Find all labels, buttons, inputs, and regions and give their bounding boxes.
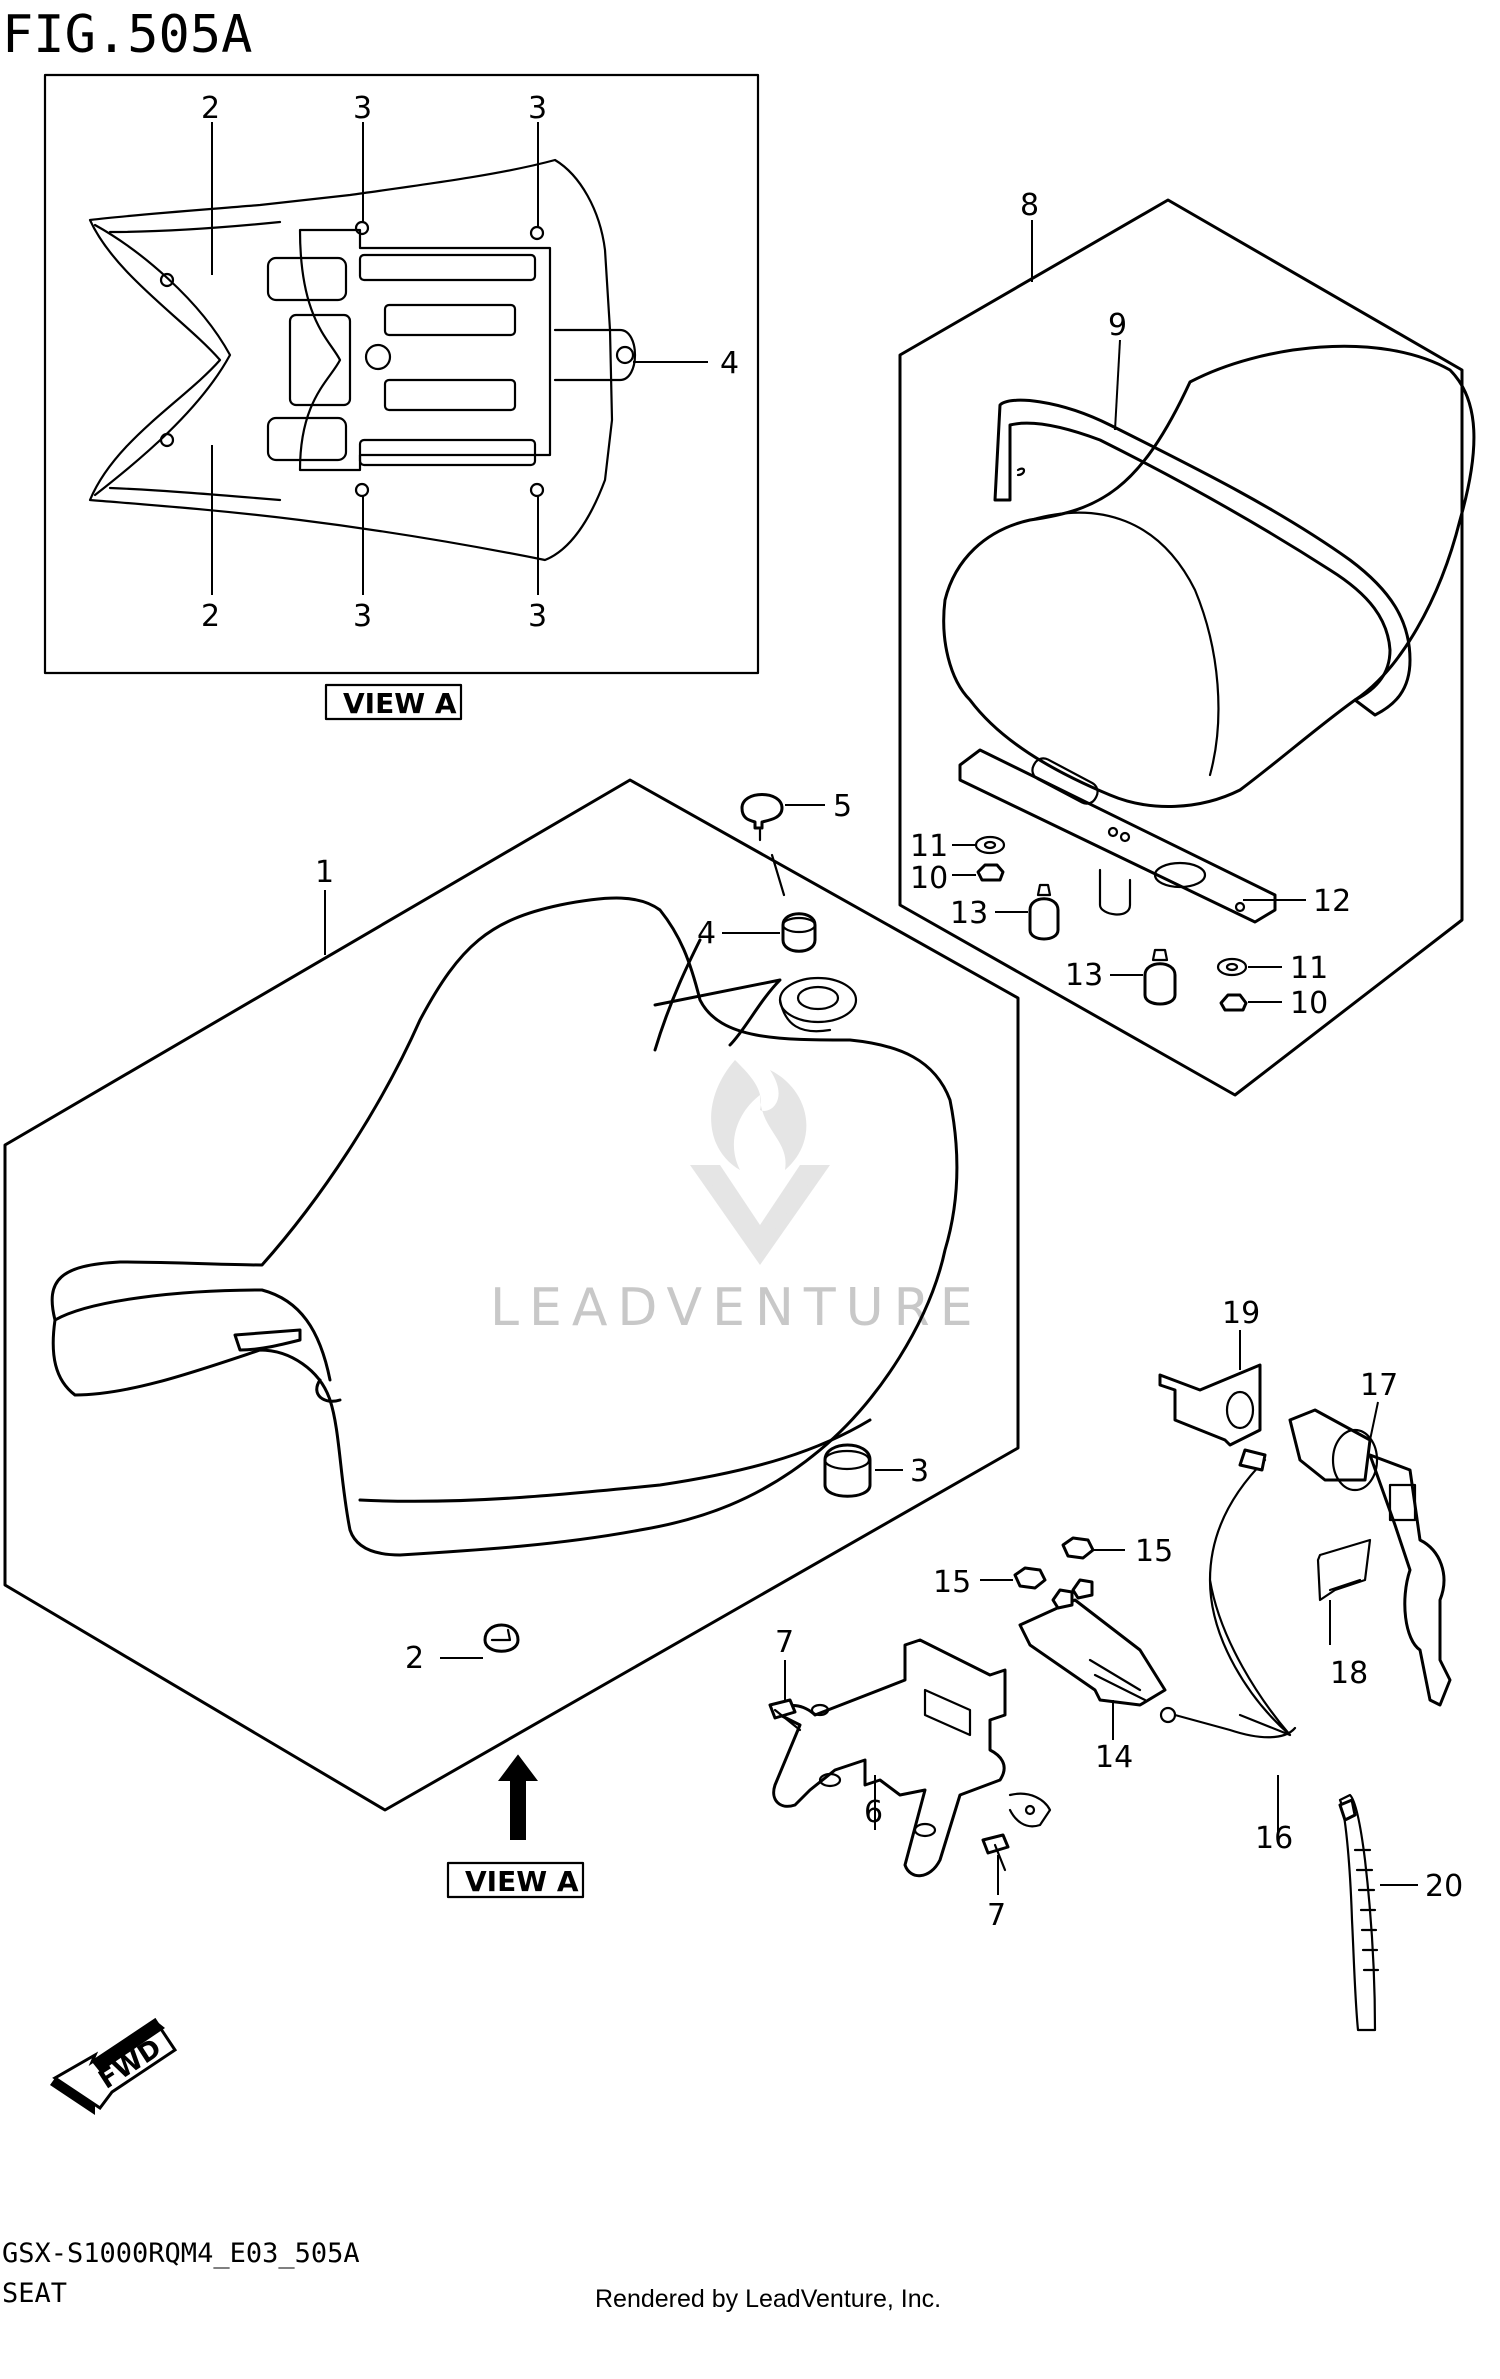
view-a-callout-3-bottom-left: 3 — [353, 599, 372, 634]
fwd-arrow: FWD — [50, 2017, 178, 2115]
callout-4: 4 — [697, 916, 716, 951]
rider-seat-group: 1 2 3 4 5 — [3, 778, 1020, 1840]
callout-15-right: 15 — [1135, 1534, 1173, 1569]
view-a-callout-3-bottom-right: 3 — [528, 599, 547, 634]
callout-9: 9 — [1108, 308, 1127, 343]
figure-title: FIG.505A — [2, 5, 252, 65]
view-a-panel: 2 3 3 4 2 3 3 — [43, 73, 760, 675]
callout-5: 5 — [833, 789, 852, 824]
model-code: GSX-S1000RQM4_E03_505A — [2, 2238, 360, 2269]
lock-hardware-group: 6 7 7 14 15 15 16 17 18 19 20 — [768, 1296, 1463, 2032]
pillion-seat-group: 8 9 10 10 11 11 12 13 13 — [898, 188, 1476, 1097]
callout-8: 8 — [1020, 188, 1039, 223]
view-a-callout-3-top-right: 3 — [528, 91, 547, 126]
callout-11-lower: 11 — [1290, 951, 1328, 986]
view-a-callout-3-top-left: 3 — [353, 91, 372, 126]
view-a-label-box: VIEW A — [324, 683, 463, 721]
callout-17: 17 — [1360, 1368, 1398, 1403]
callout-3: 3 — [910, 1454, 929, 1489]
view-a-callout-2-top: 2 — [201, 91, 220, 126]
callout-16: 16 — [1255, 1821, 1293, 1856]
callout-7-upper: 7 — [775, 1625, 794, 1660]
callout-13-lower: 13 — [1065, 958, 1103, 993]
callout-10-upper: 10 — [910, 861, 948, 896]
view-a-arrow-label: VIEW A — [465, 1865, 579, 1898]
callout-12: 12 — [1313, 884, 1351, 919]
view-a-callout-4: 4 — [720, 346, 739, 381]
callout-18: 18 — [1330, 1656, 1368, 1691]
callout-13-upper: 13 — [950, 896, 988, 931]
section-name: SEAT — [2, 2278, 67, 2309]
callout-15-left: 15 — [933, 1565, 971, 1600]
callout-14: 14 — [1095, 1740, 1133, 1775]
callout-6: 6 — [864, 1795, 883, 1830]
callout-10-lower: 10 — [1290, 986, 1328, 1021]
callout-20: 20 — [1425, 1869, 1463, 1904]
view-a-label: VIEW A — [343, 687, 457, 720]
view-a-arrow-label-box: VIEW A — [446, 1861, 585, 1899]
watermark-logo — [690, 1060, 830, 1265]
callout-2: 2 — [405, 1641, 424, 1676]
rendered-by: Rendered by LeadVenture, Inc. — [595, 2285, 941, 2313]
callout-7-lower: 7 — [987, 1898, 1006, 1933]
watermark-text: LEADVENTURE — [490, 1278, 983, 1338]
callout-1: 1 — [315, 855, 334, 890]
callout-11-upper: 11 — [910, 829, 948, 864]
view-a-callout-2-bottom: 2 — [201, 599, 220, 634]
callout-19: 19 — [1222, 1296, 1260, 1331]
